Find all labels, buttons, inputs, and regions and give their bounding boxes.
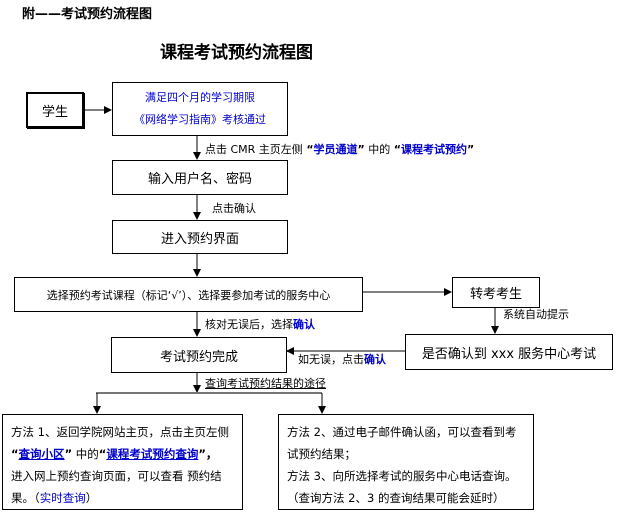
m1-end: ） — [85, 491, 98, 505]
node-confirm-center: 是否确认到 xxx 服务中心考试 — [405, 334, 613, 370]
edge-label-query-ways: 查询考试预约结果的途径 — [205, 377, 326, 390]
diagram-title: 课程考试预约流程图 — [160, 43, 313, 63]
m1-quote-close: ” — [64, 447, 73, 461]
requirement-line-1: 满足四个月的学习期限 — [145, 91, 255, 104]
method-1-line-1: 方法 1、返回学院网站主页，点击主页左侧 — [11, 425, 229, 439]
m1-quote-open-2: “ — [98, 447, 107, 461]
method-1-box: 方法 1、返回学院网站主页，点击主页左侧 “查询小区” 中的“课程考试预约查询”… — [2, 414, 243, 510]
node-requirement: 满足四个月的学习期限 《网络学习指南》考核通过 — [112, 82, 288, 136]
edge-label-click-cmr: 点击 CMR 主页左侧 “学员通道” 中的 “课程考试预约” — [205, 143, 474, 157]
click-cmr-mid: 中的 — [364, 143, 394, 156]
node-transfer-student: 转考考生 — [452, 277, 540, 308]
quote-open-2: “ — [393, 143, 402, 156]
course-booking-link[interactable]: 课程考试预约 — [401, 143, 468, 156]
node-select-course: 选择预约考试课程（标记‘√’）、选择要参加考试的服务中心 — [14, 277, 363, 312]
node-student: 学生 — [26, 92, 84, 128]
query-area-link[interactable]: 查询小区 — [18, 447, 65, 461]
node-booking-complete: 考试预约完成 — [111, 337, 287, 373]
m1-part2: 进入网上预约查询页面，可以查看 预约结果。（ — [11, 469, 222, 505]
node-login: 输入用户名、密码 — [112, 160, 288, 195]
m1-quote-close-2: ”， — [198, 447, 218, 461]
course-query-link[interactable]: 课程考试预约查询 — [106, 447, 199, 461]
edge-label-verify: 核对无误后，选择确认 — [205, 318, 315, 332]
method-1-line-3: 进入网上预约查询页面，可以查看 预约结果。（实时查询） — [11, 465, 234, 509]
click-cmr-prefix: 点击 CMR 主页左侧 — [205, 143, 307, 156]
m1-mid: 中的 — [72, 447, 99, 461]
node-confirm-center-label: 是否确认到 xxx 服务中心考试 — [421, 346, 597, 362]
edge-label-click-confirm: 点击确认 — [212, 202, 256, 215]
method-2-text: 方法 2、通过电子邮件确认函，可以查看到考试预约结果； — [287, 425, 517, 461]
method-1-line-2: “查询小区” 中的“课程考试预约查询”， — [11, 443, 234, 465]
student-channel-link[interactable]: 学员通道 — [313, 143, 358, 156]
method-2-3-box: 方法 2、通过电子邮件确认函，可以查看到考试预约结果； 方法 3、向所选择考试的… — [278, 414, 534, 510]
if-ok-confirm-link[interactable]: 确认 — [364, 353, 386, 366]
appendix-title: 附——考试预约流程图 — [22, 7, 153, 22]
quote-close: ” — [357, 143, 365, 156]
verify-confirm-link[interactable]: 确认 — [293, 318, 315, 331]
verify-prefix: 核对无误后，选择 — [205, 318, 293, 331]
requirement-line-2: 《网络学习指南》考核通过 — [134, 113, 266, 126]
method-note-text: （查询方法 2、3 的查询结果可能会延时） — [287, 491, 505, 505]
edge-label-if-ok: 如无误，点击确认 — [298, 353, 386, 367]
node-transfer-student-label: 转考考生 — [469, 287, 522, 302]
method-3-text: 方法 3、向所选择考试的服务中心电话查询。 — [287, 469, 517, 483]
node-login-label: 输入用户名、密码 — [147, 172, 252, 187]
realtime-query-text: 实时查询 — [39, 491, 86, 505]
node-student-label: 学生 — [41, 104, 68, 120]
quote-close-2: ” — [467, 143, 475, 156]
m1-quote-open: “ — [11, 447, 19, 461]
node-enter-booking-label: 进入预约界面 — [160, 231, 239, 247]
edge-label-auto-prompt: 系统自动提示 — [503, 308, 569, 321]
node-enter-booking: 进入预约界面 — [112, 220, 288, 254]
node-booking-complete-label: 考试预约完成 — [159, 349, 238, 365]
quote-open: “ — [306, 143, 314, 156]
if-ok-prefix: 如无误，点击 — [298, 353, 364, 366]
node-select-course-label: 选择预约考试课程（标记‘√’）、选择要参加考试的服务中心 — [46, 288, 331, 302]
